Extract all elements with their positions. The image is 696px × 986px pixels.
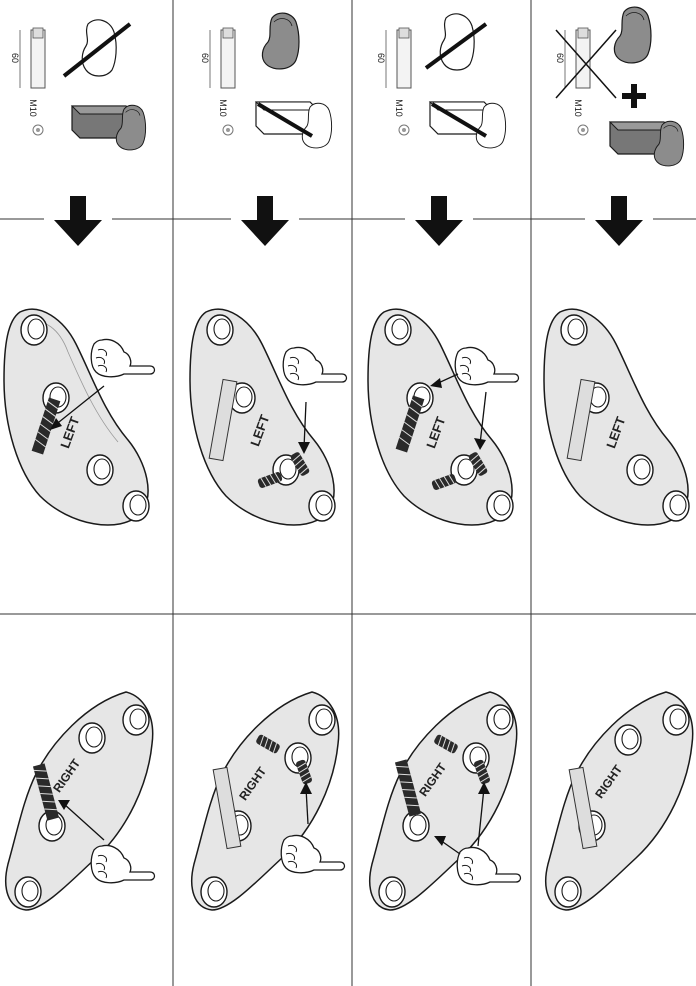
pad-crossed	[426, 14, 486, 70]
screw-diagram: 60 M10	[10, 28, 45, 135]
thread-label: M10	[28, 99, 38, 117]
left-plates-row: LEFT LEFT LE	[4, 309, 689, 525]
pointing-hand-icon	[455, 348, 518, 385]
panel-3-parts: 60 M10	[376, 14, 506, 148]
pointing-hand-icon	[457, 848, 520, 885]
right-plate-2: RIGHT	[192, 692, 345, 910]
right-plate-3: RIGHT	[370, 692, 521, 910]
block-pad	[72, 105, 146, 150]
pointing-hand-icon	[283, 348, 346, 385]
thread-label: M10	[394, 99, 404, 117]
pad-crossed	[64, 20, 130, 76]
screw-length-label: 60	[376, 53, 386, 63]
parts-row: 60 M10 60 M10	[10, 7, 684, 166]
screw-diagram-crossed: 60 M10	[555, 28, 616, 135]
down-arrows	[54, 196, 643, 246]
plus-icon	[622, 84, 646, 108]
pad-plain	[262, 13, 299, 69]
down-arrow-icon	[241, 196, 289, 246]
thread-label: M10	[573, 99, 583, 117]
block-crossed	[256, 102, 332, 148]
block-pad	[610, 121, 684, 166]
panel-4-parts: 60 M10	[555, 7, 684, 166]
panel-1-parts: 60 M10	[10, 20, 146, 150]
screw-length-label: 60	[200, 53, 210, 63]
screw-length-label: 60	[10, 53, 20, 63]
right-plate-1: RIGHT	[6, 692, 155, 910]
down-arrow-icon	[415, 196, 463, 246]
pointing-hand-icon	[91, 846, 154, 883]
screw-diagram: 60 M10	[376, 28, 411, 135]
left-plate-4: LEFT	[544, 309, 689, 525]
thread-label: M10	[218, 99, 228, 117]
left-plate-1: LEFT	[4, 309, 155, 525]
pad-plain	[614, 7, 651, 63]
panel-2-parts: 60 M10	[200, 13, 332, 148]
right-plates-row: RIGHT RIGHT	[6, 692, 693, 910]
block-crossed	[430, 102, 506, 148]
down-arrow-icon	[595, 196, 643, 246]
left-plate-3: LEFT	[368, 309, 519, 525]
left-plate-2: LEFT	[190, 309, 347, 525]
screw-length-label: 60	[555, 53, 565, 63]
pointing-hand-icon	[281, 836, 344, 873]
screw-diagram: 60 M10	[200, 28, 235, 135]
pointing-hand-icon	[91, 340, 154, 377]
down-arrow-icon	[54, 196, 102, 246]
right-plate-4: RIGHT	[546, 692, 693, 910]
